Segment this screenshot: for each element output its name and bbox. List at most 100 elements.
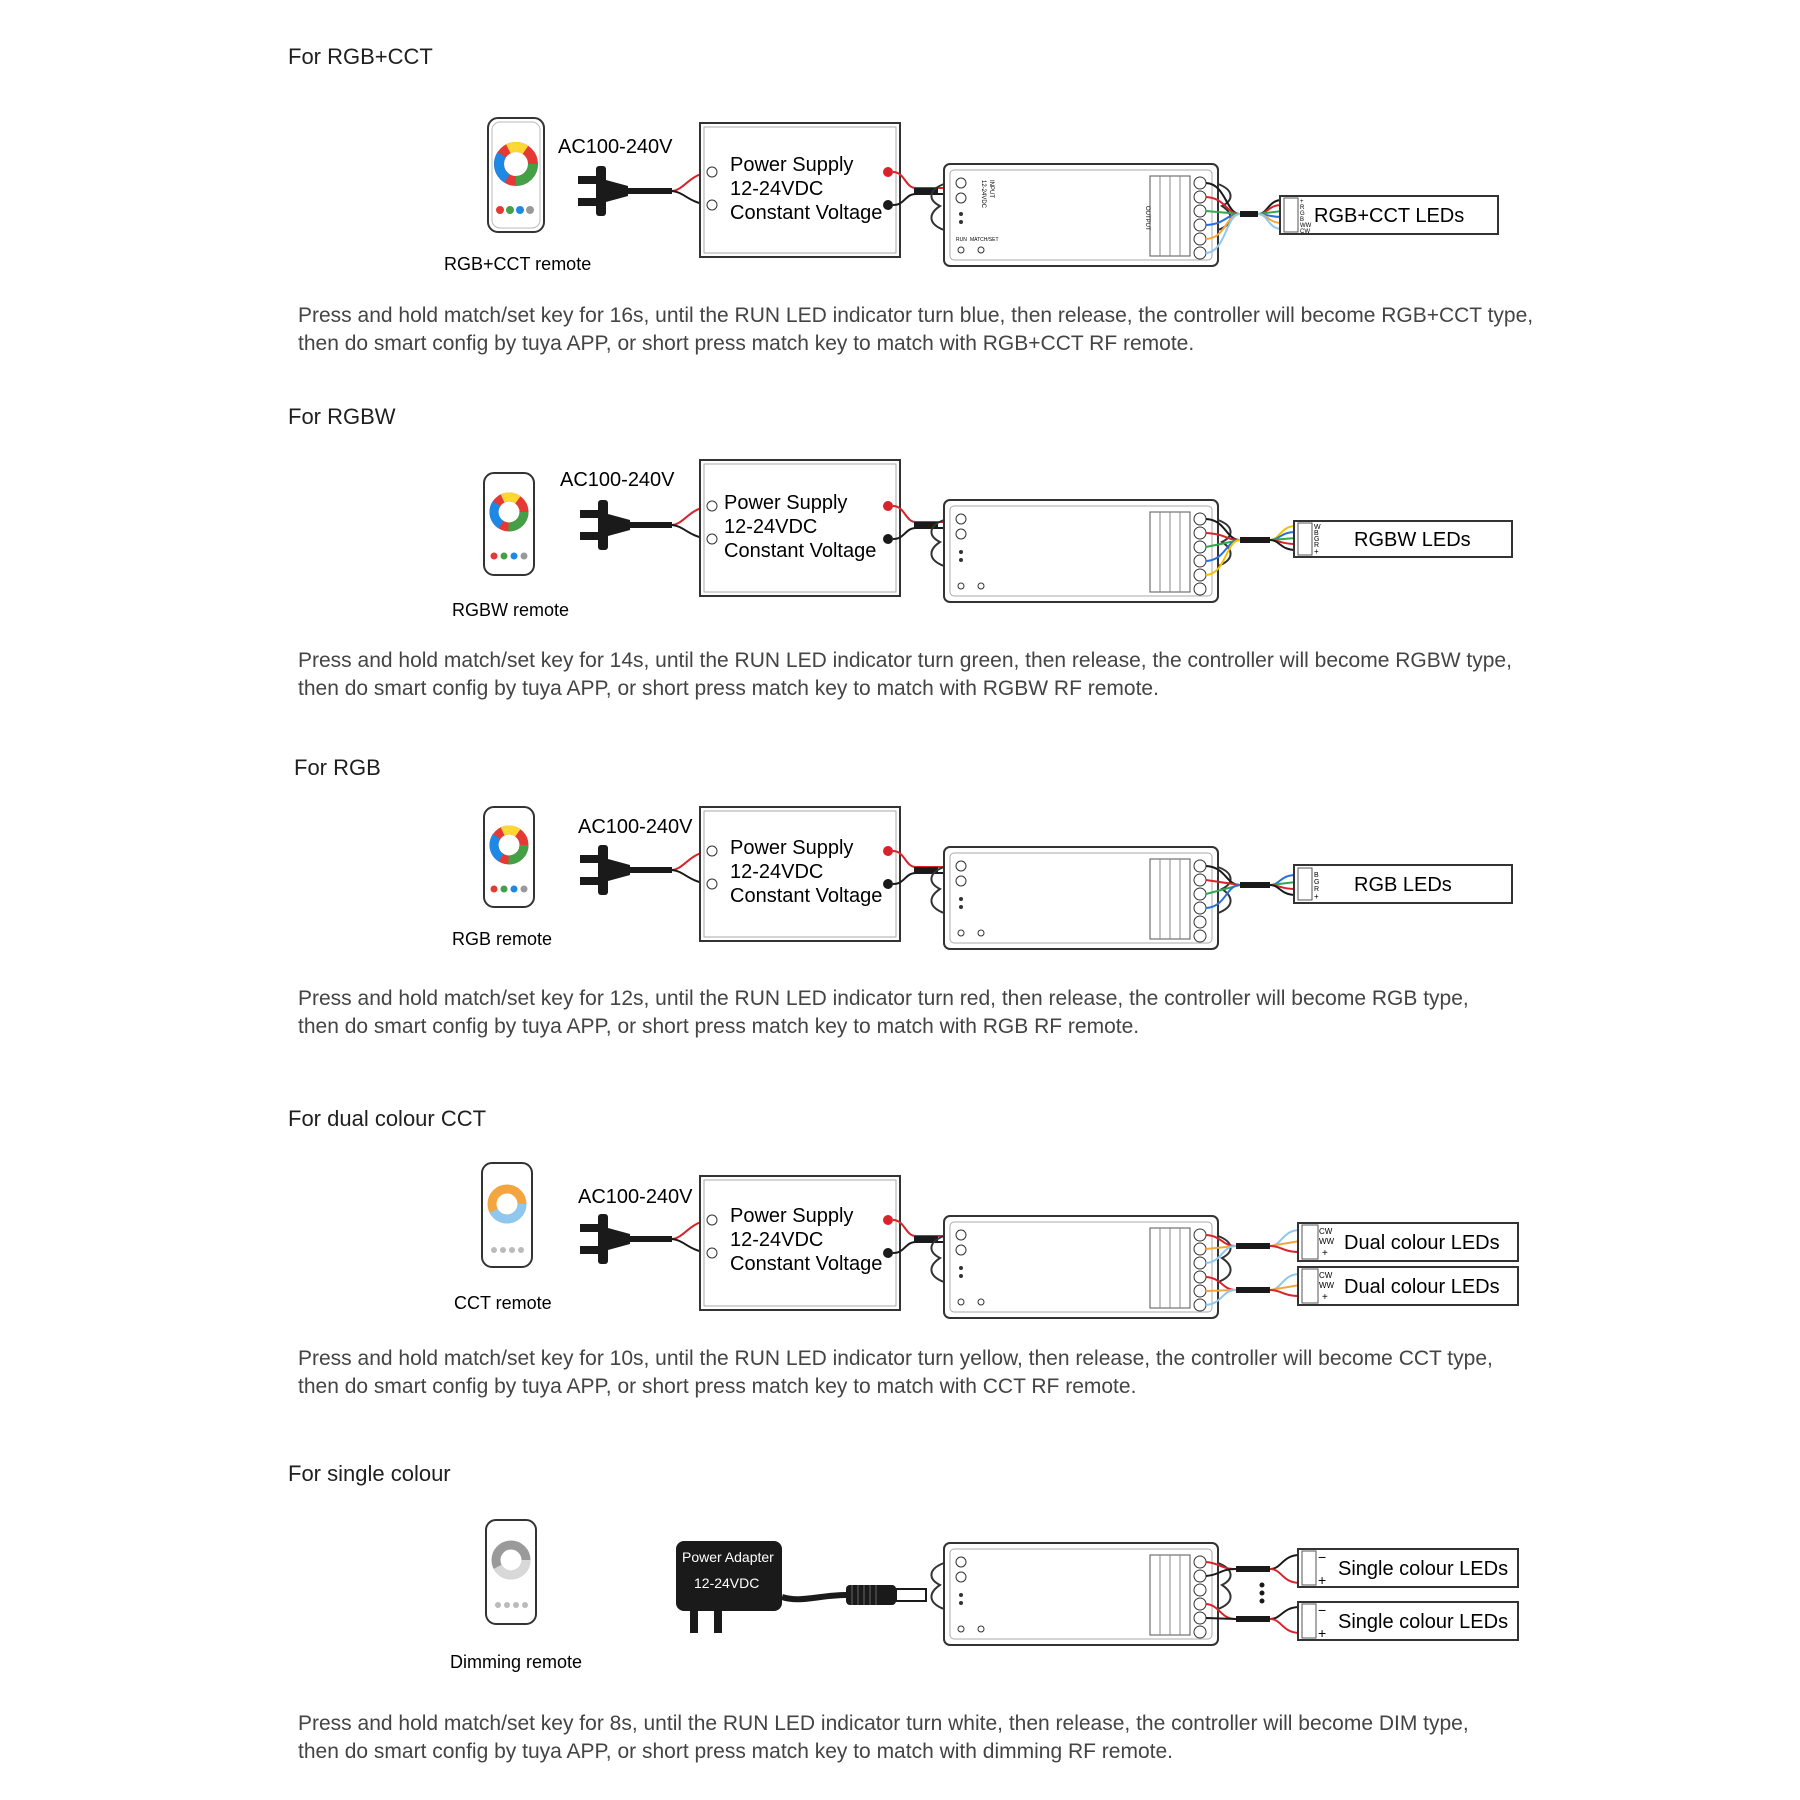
power-supply-box: Power Supply 12-24VDC Constant Voltage — [699, 122, 950, 258]
power-supply-box: Power Supply 12-24VDC Constant Voltage — [699, 806, 950, 942]
wire-mark: CW — [1319, 1227, 1333, 1236]
led-strip-box: − + Single colour LEDs — [1297, 1548, 1519, 1588]
controller-box — [930, 1542, 1232, 1646]
wiring-diagram: CCT remote AC100-240V Power Supply 12-24… — [454, 1162, 1519, 1319]
wiring-diagram: RGB remote AC100-240V Power Supply 12-24… — [452, 806, 1513, 950]
instruction-line: Press and hold match/set key for 8s, unt… — [298, 1712, 1469, 1735]
psu-line-2: 12-24VDC — [724, 516, 817, 538]
adapter-line-1: Power Adapter — [682, 1549, 774, 1565]
wire-mark: + — [1322, 1292, 1328, 1303]
instruction-line: Press and hold match/set key for 12s, un… — [298, 987, 1469, 1010]
instruction-line: then do smart config by tuya APP, or sho… — [298, 1015, 1140, 1038]
led-strip-box: B G R + RGB LEDs — [1293, 864, 1513, 904]
led-strip-box: W B G R + RGBW LEDs — [1293, 520, 1513, 558]
psu-line-3: Constant Voltage — [730, 885, 882, 907]
controller-input-mark: INPUT — [988, 180, 994, 198]
remote-icon — [481, 1162, 533, 1268]
wiring-diagram: RGB+CCT remote AC100-240V Power Supply 1… — [444, 117, 1499, 274]
psu-line-1: Power Supply — [724, 492, 847, 514]
instructions: Press and hold match/set key for 16s, un… — [298, 302, 1533, 358]
power-supply-box: Power Supply 12-24VDC Constant Voltage — [699, 1175, 950, 1311]
psu-line-3: Constant Voltage — [730, 1253, 882, 1275]
wire-mark: B — [1300, 217, 1304, 223]
ac-voltage-label: AC100-240V — [558, 136, 673, 158]
output-wires — [1205, 1229, 1301, 1306]
ac-voltage-label: AC100-240V — [560, 469, 675, 491]
wire-mark: + — [1322, 1248, 1328, 1259]
adapter-line-2: 12-24VDC — [694, 1575, 759, 1591]
led-strip-box: − + Single colour LEDs — [1297, 1601, 1519, 1641]
section-heading: For dual colour CCT — [288, 1106, 487, 1131]
controller-output-mark: OUTPUT — [1144, 206, 1150, 231]
wire-mark: + — [1314, 892, 1319, 901]
instructions: Press and hold match/set key for 8s, unt… — [298, 1710, 1469, 1766]
remote-icon — [487, 117, 545, 233]
wire-mark: + — [1318, 1625, 1326, 1641]
psu-line-1: Power Supply — [730, 1205, 853, 1227]
section-heading: For RGB+CCT — [288, 44, 433, 69]
controller-run-mark: RUN — [956, 237, 967, 243]
wire-mark: WW — [1319, 1237, 1335, 1246]
output-wires — [1205, 865, 1297, 909]
led-label: Single colour LEDs — [1338, 1611, 1508, 1633]
psu-line-3: Constant Voltage — [730, 202, 882, 224]
wire-mark: CW — [1319, 1271, 1333, 1280]
wiring-diagram: RGBW remote AC100-240V Power Supply 12-2… — [452, 459, 1513, 620]
wire-mark: R — [1314, 542, 1319, 549]
wire-mark: − — [1318, 1602, 1326, 1618]
instructions: Press and hold match/set key for 10s, un… — [298, 1345, 1493, 1401]
instruction-line: then do smart config by tuya APP, or sho… — [298, 1375, 1137, 1398]
controller-box: INPUT 12-24VDC RUN MATCH/SET OUTPUT — [930, 163, 1232, 267]
wire-mark: G — [1314, 536, 1319, 543]
remote-icon — [485, 1519, 537, 1625]
led-label: RGBW LEDs — [1354, 529, 1471, 551]
wire-mark: WW — [1300, 223, 1312, 229]
controller-box — [930, 846, 1232, 950]
section-dual-colour-cct: For dual colour CCT CCT remote AC100-240… — [0, 1050, 1800, 1405]
psu-line-3: Constant Voltage — [724, 540, 876, 562]
wire-mark: + — [1300, 199, 1304, 205]
remote-label: RGB+CCT remote — [444, 254, 591, 274]
wire-mark: G — [1314, 879, 1319, 886]
section-heading: For RGBW — [288, 404, 396, 429]
wire-mark: R — [1300, 205, 1305, 211]
plug-icon — [578, 166, 709, 216]
wire-mark: G — [1300, 211, 1305, 217]
instruction-line: then do smart config by tuya APP, or sho… — [298, 332, 1195, 355]
output-wires — [1205, 1554, 1301, 1634]
wire-mark: W — [1314, 524, 1321, 531]
wire-mark: − — [1318, 1549, 1326, 1565]
section-heading: For single colour — [288, 1461, 451, 1486]
controller-box — [930, 1215, 1232, 1319]
remote-icon — [483, 472, 535, 576]
psu-line-2: 12-24VDC — [730, 1229, 823, 1251]
wire-mark: B — [1314, 530, 1319, 537]
psu-line-1: Power Supply — [730, 154, 853, 176]
led-label: RGB LEDs — [1354, 874, 1452, 896]
ac-voltage-label: AC100-240V — [578, 816, 693, 838]
wire-mark: WW — [1319, 1281, 1335, 1290]
wire-mark: R — [1314, 886, 1319, 893]
output-wires — [1205, 518, 1297, 576]
led-strip-box: + R G B WW CW RGB+CCT LEDs — [1279, 195, 1499, 235]
instruction-line: Press and hold match/set key for 10s, un… — [298, 1347, 1493, 1370]
remote-icon — [483, 806, 535, 908]
wire-mark: CW — [1300, 229, 1310, 235]
led-label: Dual colour LEDs — [1344, 1232, 1500, 1254]
wire-mark: + — [1318, 1572, 1326, 1588]
led-strip-box: CW WW + Dual colour LEDs — [1297, 1266, 1519, 1306]
section-rgbw: For RGBW RGBW remote AC100-240V Power S — [0, 360, 1800, 705]
power-supply-box: Power Supply 12-24VDC Constant Voltage — [699, 459, 950, 597]
plug-icon — [580, 1214, 709, 1264]
remote-label: CCT remote — [454, 1293, 552, 1313]
plug-icon — [580, 500, 709, 550]
section-rgb: For RGB RGB remote AC100-240V Power Sup — [0, 705, 1800, 1050]
section-single-colour: For single colour Dimming remote Power A… — [0, 1405, 1800, 1800]
remote-label: RGBW remote — [452, 600, 569, 620]
wire-mark: + — [1314, 547, 1319, 556]
led-strip-box: CW WW + Dual colour LEDs — [1297, 1222, 1519, 1262]
psu-line-1: Power Supply — [730, 837, 853, 859]
controller-box — [930, 499, 1232, 603]
plug-icon — [580, 845, 709, 895]
output-wires — [1205, 182, 1283, 254]
